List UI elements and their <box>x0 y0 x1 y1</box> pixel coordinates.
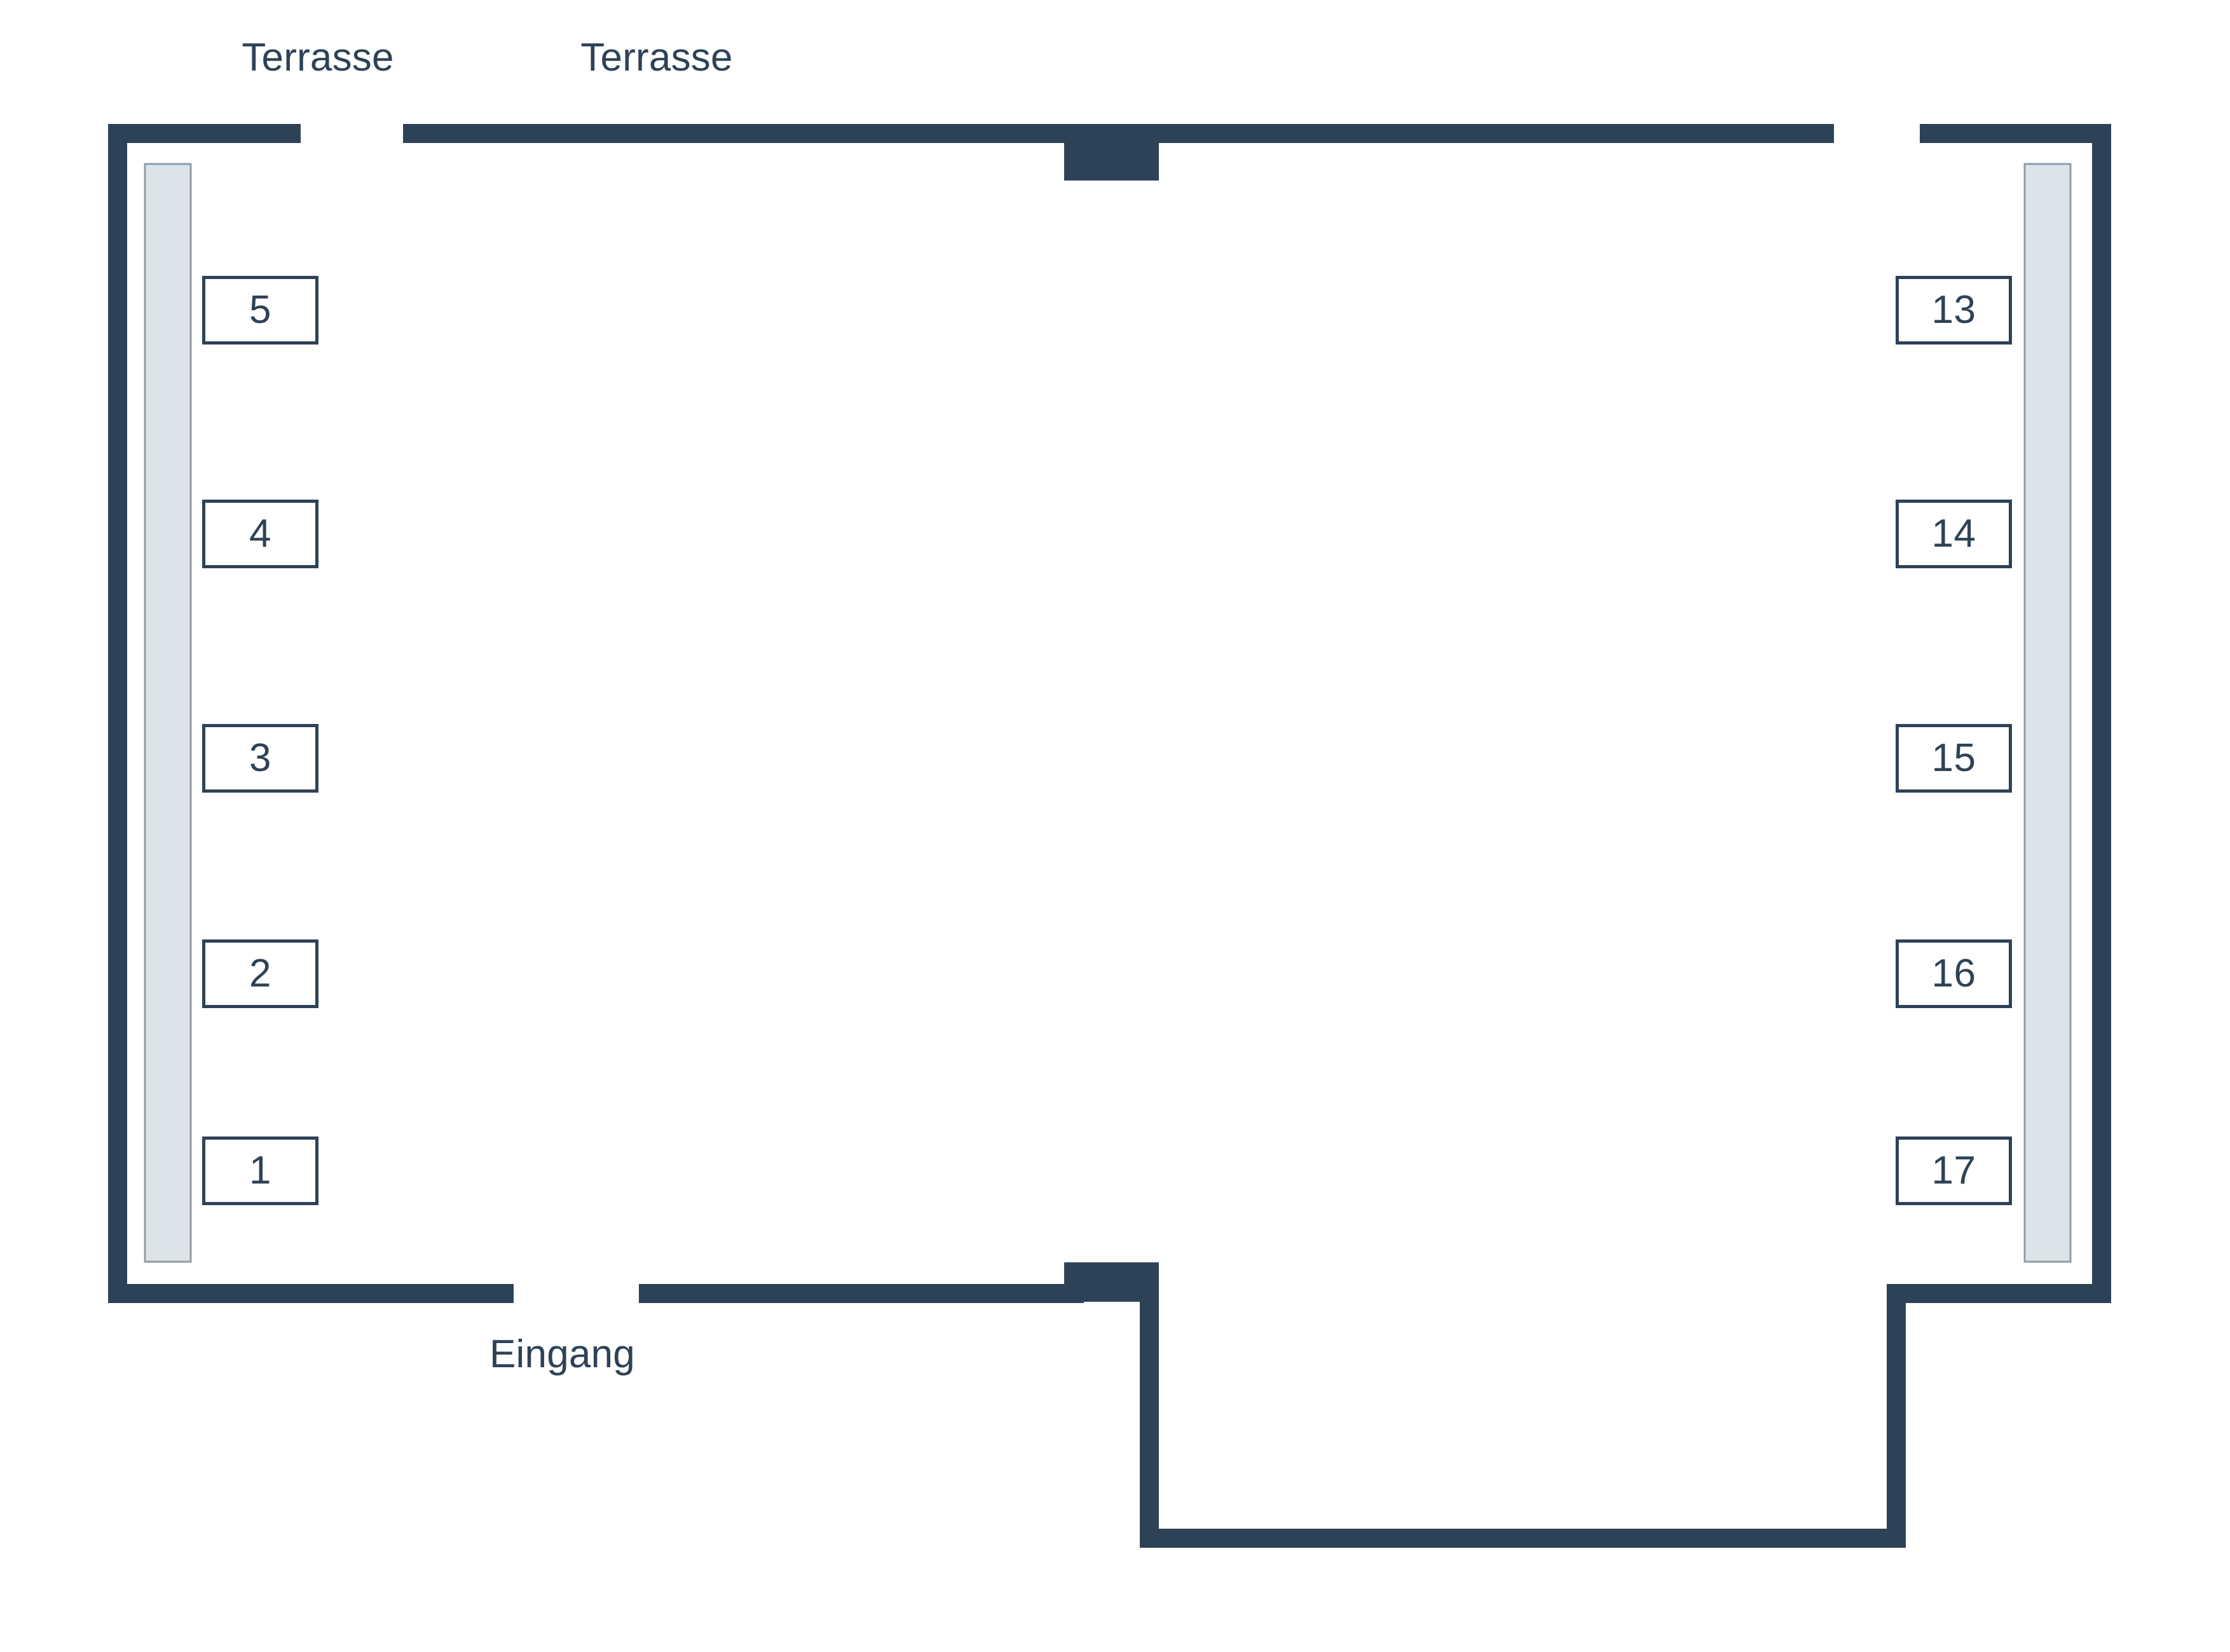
seat-box-17[interactable]: 17 <box>1896 1137 2012 1205</box>
seat-number-15: 15 <box>1931 736 1976 780</box>
wall-left-exterior <box>108 124 127 1303</box>
wall-top-middle-segment <box>403 124 1834 143</box>
seat-number-13: 13 <box>1931 288 1976 332</box>
wall-bottom-middle-segment <box>639 1284 1084 1303</box>
seat-box-5[interactable]: 5 <box>202 276 318 345</box>
pillar-top-center-icon <box>1064 141 1159 181</box>
seat-box-16[interactable]: 16 <box>1896 939 2012 1008</box>
seat-box-13[interactable]: 13 <box>1896 276 2012 345</box>
wall-alcove-right <box>1887 1284 1906 1548</box>
wall-group <box>108 124 2111 1548</box>
pillar-bottom-center-icon <box>1064 1262 1159 1302</box>
seat-number-16: 16 <box>1931 952 1976 995</box>
wall-alcove-bottom <box>1140 1529 1906 1548</box>
seat-box-2[interactable]: 2 <box>202 939 318 1008</box>
wall-top-right-segment <box>1920 124 2111 143</box>
seat-number-1: 1 <box>249 1149 271 1192</box>
wall-alcove-left <box>1140 1284 1159 1548</box>
seat-number-3: 3 <box>249 736 271 780</box>
seat-box-3[interactable]: 3 <box>202 724 318 793</box>
wall-bottom-right-segment <box>1906 1284 2111 1303</box>
wall-bottom-left-segment <box>108 1284 514 1303</box>
seat-box-4[interactable]: 4 <box>202 500 318 568</box>
wall-top-left-segment <box>108 124 301 143</box>
seat-number-2: 2 <box>249 952 271 995</box>
terrace-right-label: Terrasse <box>580 36 733 79</box>
pillar-group <box>1064 141 1159 1302</box>
entrance-label: Eingang <box>489 1332 635 1376</box>
seat-box-14[interactable]: 14 <box>1896 500 2012 568</box>
wall-right-exterior <box>2092 124 2111 1303</box>
seat-number-14: 14 <box>1931 512 1976 556</box>
bench-left[interactable] <box>144 163 192 1263</box>
seat-number-17: 17 <box>1931 1149 1976 1192</box>
bench-group <box>144 163 2072 1263</box>
seat-number-5: 5 <box>249 288 271 332</box>
terrace-left-label: Terrasse <box>242 36 394 79</box>
seat-number-4: 4 <box>249 512 271 556</box>
bench-right[interactable] <box>2023 163 2072 1263</box>
seat-box-15[interactable]: 15 <box>1896 724 2012 793</box>
seat-box-1[interactable]: 1 <box>202 1137 318 1205</box>
